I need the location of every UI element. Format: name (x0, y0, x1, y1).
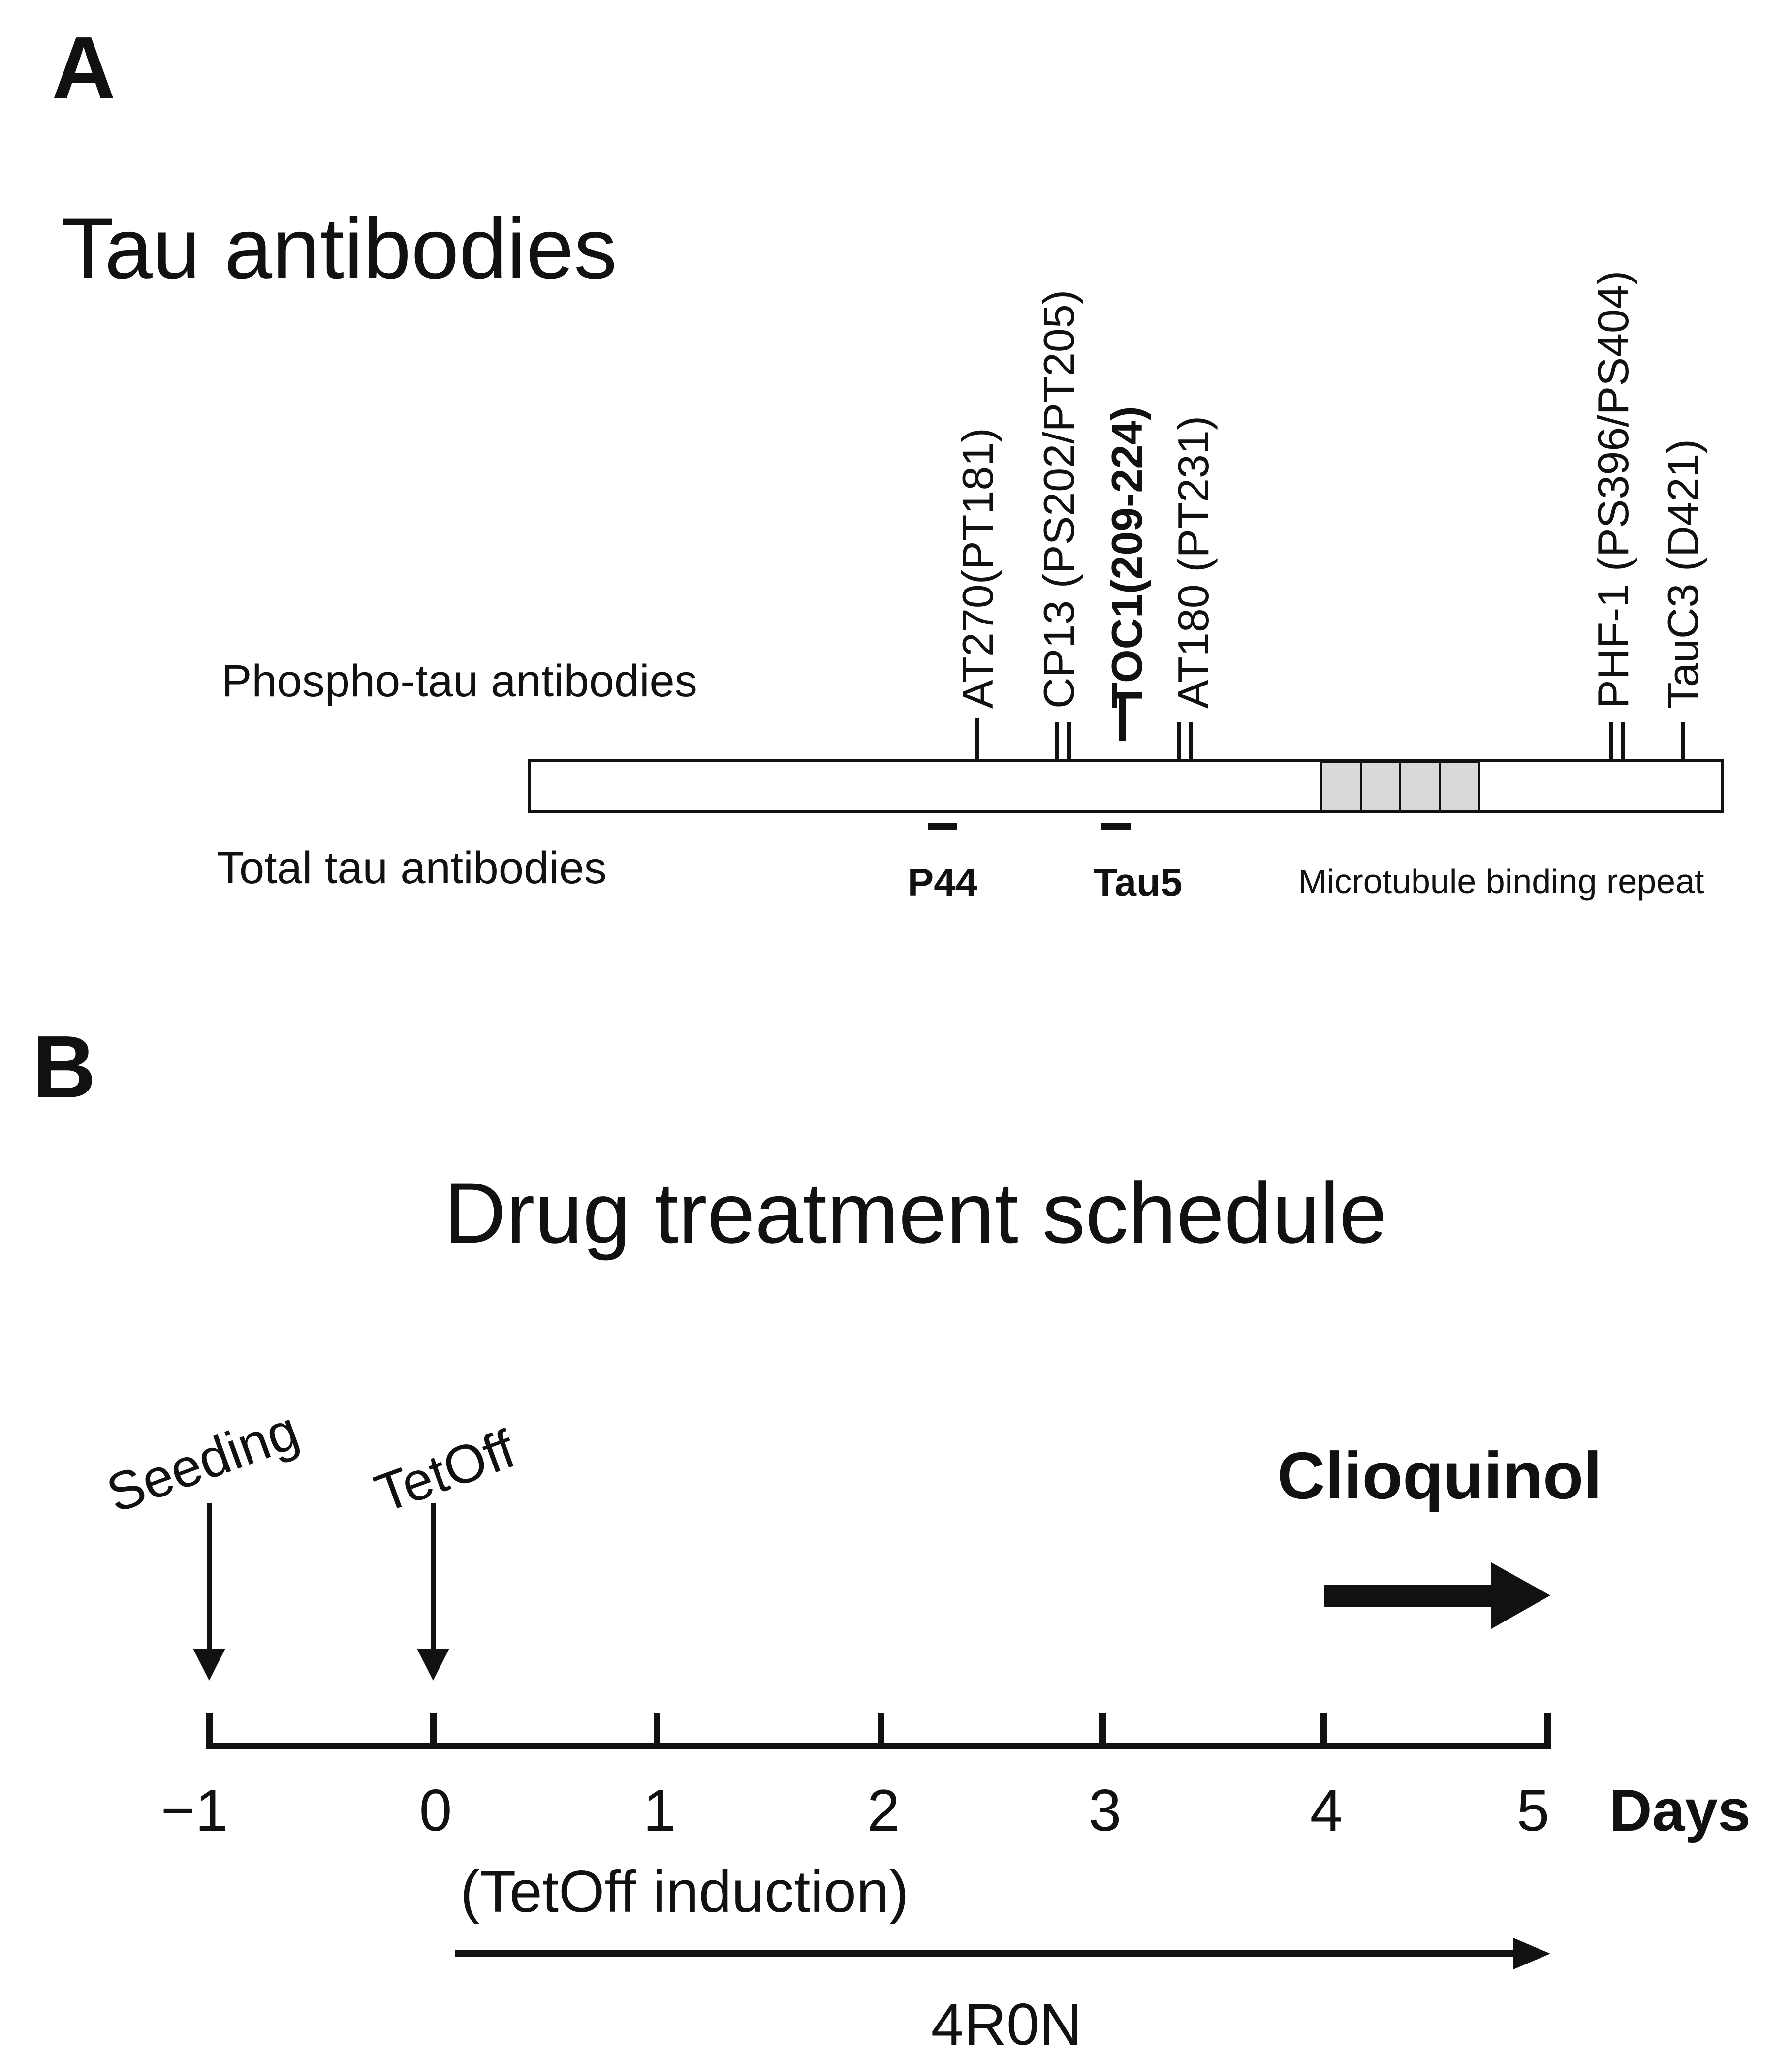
seeding-arrowhead (193, 1649, 225, 1681)
day-label: 4 (1310, 1777, 1343, 1843)
day-label: 0 (419, 1777, 452, 1843)
repeat-domain (1360, 761, 1401, 811)
drug-arrow-shaft (1324, 1585, 1501, 1607)
drug-label-clioquinol: Clioquinol (1277, 1438, 1602, 1513)
day-label: 1 (643, 1777, 676, 1843)
event-label-seeding: Seeding (99, 1400, 306, 1525)
repeat-domain (1320, 761, 1362, 811)
day-label: −1 (161, 1777, 228, 1843)
phospho-site-ticks (975, 718, 1685, 760)
antibody-label-at270: AT270(PT181) (953, 428, 1002, 709)
panel-a-label: A (52, 19, 116, 118)
epitope-bar-p44 (928, 823, 957, 830)
antibody-label-phf1: PHF-1 (PS396/PS404) (1589, 271, 1637, 709)
event-label-tetoff: TetOff (367, 1418, 523, 1524)
panel-a-title: Tau antibodies (62, 201, 617, 297)
axis-unit-days: Days (1609, 1777, 1751, 1843)
day-label: 2 (867, 1777, 900, 1843)
antibody-label-p44: P44 (908, 860, 978, 904)
antibody-label-toc1: TOC1(209-224) (1102, 406, 1151, 709)
toc1-marker (1119, 696, 1126, 741)
antibody-label-at180: AT180 (PT231) (1169, 416, 1218, 709)
day-label: 5 (1517, 1777, 1550, 1843)
antibody-label-cp13: CP13 (PS202/PT205) (1035, 290, 1083, 709)
tetoff-arrowhead (417, 1649, 449, 1681)
total-tau-label: Total tau antibodies (217, 843, 607, 893)
panel-b-title: Drug treatment schedule (444, 1165, 1387, 1261)
antibody-label-tau5: Tau5 (1094, 860, 1183, 904)
mtbr-label: Microtubule binding repeat (1298, 862, 1704, 901)
phospho-tau-label: Phospho-tau antibodies (221, 656, 697, 706)
construct-label-4r0n: 4R0N (931, 1992, 1082, 2057)
epitope-bar-tau5 (1101, 823, 1131, 830)
induction-label: (TetOff induction) (460, 1859, 909, 1925)
tau-protein-bar (528, 759, 1724, 813)
microtubule-binding-repeats (1320, 761, 1480, 811)
repeat-domain (1439, 761, 1480, 811)
panel-b-label: B (32, 1018, 96, 1117)
construct-arrowhead (1513, 1938, 1550, 1969)
timeline-axis (206, 1713, 1551, 1749)
antibody-label-tauc3: TauC3 (D421) (1659, 439, 1707, 709)
repeat-domain (1399, 761, 1441, 811)
day-label: 3 (1089, 1777, 1122, 1843)
drug-arrow-head (1491, 1562, 1550, 1629)
